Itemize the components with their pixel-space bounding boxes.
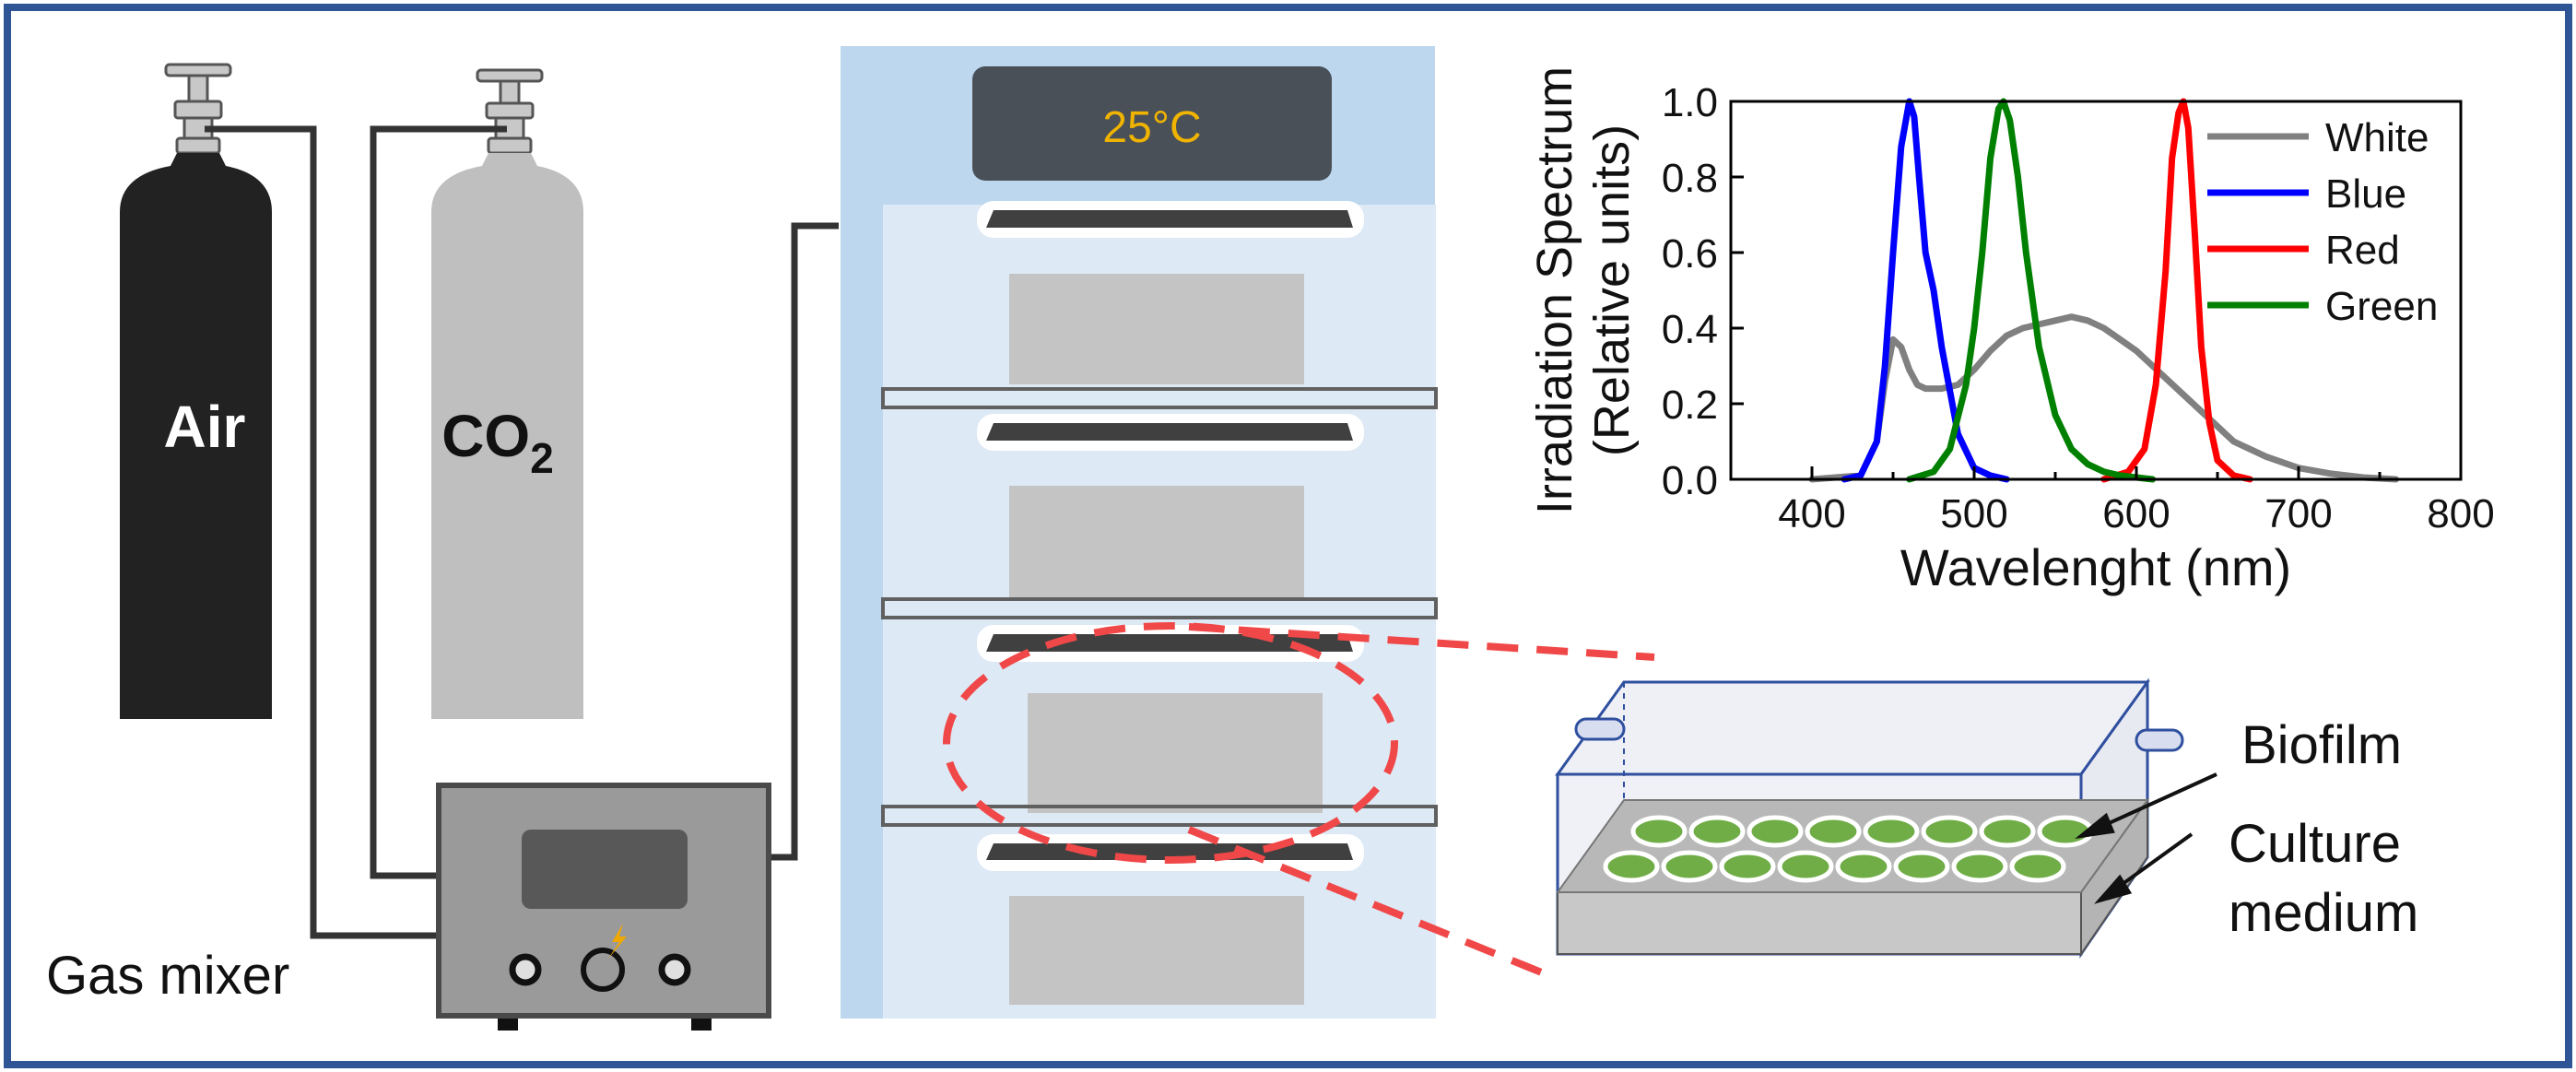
shelf — [881, 597, 1438, 619]
y-tick-label: 0.6 — [1662, 231, 1718, 277]
x-tick-label: 600 — [2102, 491, 2170, 536]
mixer-port-right — [658, 953, 691, 986]
biofilm-arrowhead — [2075, 812, 2115, 840]
y-tick-label: 0.8 — [1662, 156, 1718, 201]
irradiation-spectrum-chart: 400 500 600 700 800 0.0 0.2 0.4 0.6 0.8 1.0 Wavele… — [1527, 66, 2495, 596]
air-cylinder: Air — [120, 63, 272, 719]
gas-mixer: Gas mixer — [46, 783, 771, 1031]
culture-tray — [1009, 896, 1304, 1005]
lightning-icon — [608, 924, 627, 959]
light-panel — [986, 423, 1353, 441]
co2-label: CO2 — [441, 403, 554, 482]
series-line-blue — [1841, 98, 2010, 483]
culture-medium-label-1: Culture — [2229, 814, 2401, 874]
light-panel — [986, 210, 1353, 228]
y-tick-label: 1.0 — [1662, 80, 1718, 125]
mixer-knob — [581, 948, 625, 992]
mixer-display — [522, 830, 688, 909]
y-tick-label: 0.0 — [1662, 458, 1718, 503]
culture-tray — [1009, 486, 1304, 601]
biofilm-label: Biofilm — [2241, 715, 2402, 775]
medium-arrowhead — [2094, 874, 2133, 904]
mixer-port-left — [509, 953, 542, 986]
shelf — [881, 387, 1438, 409]
x-axis-label: Wavelenght (nm) — [1900, 538, 2291, 596]
culture-medium — [1557, 891, 2082, 955]
y-axis-label: Irradiation Spectrum(Relative units) — [1527, 66, 1640, 514]
x-tick-label: 700 — [2264, 491, 2332, 536]
series-line-white — [1808, 313, 2400, 483]
co2-subscript: 2 — [530, 434, 554, 482]
box-port-right — [2135, 728, 2184, 752]
biofilm-spots — [1603, 815, 2094, 883]
co2-cylinder: CO2 — [431, 68, 583, 719]
zoom-highlight — [943, 622, 1655, 979]
x-tick-label: 800 — [2427, 491, 2494, 536]
legend-label-blue: Blue — [2325, 171, 2406, 217]
gas-mixer-label: Gas mixer — [46, 946, 289, 1006]
legend-label-green: Green — [2325, 284, 2438, 329]
culture-box — [1555, 677, 2184, 959]
legend-label-red: Red — [2325, 228, 2400, 273]
plot-area — [1729, 100, 2463, 481]
y-tick-label: 0.4 — [1662, 307, 1718, 352]
temperature-value: 25°C — [1102, 103, 1201, 152]
shelf — [881, 805, 1438, 827]
temperature-display — [972, 66, 1332, 181]
culture-tray — [1028, 693, 1323, 813]
x-tick-label: 500 — [1940, 491, 2007, 536]
y-axis-label-line1: Irradiation Spectrum — [1527, 66, 1582, 514]
y-axis-label-line2: (Relative units) — [1584, 124, 1640, 456]
series-line-green — [1906, 98, 2157, 483]
air-label: Air — [164, 394, 246, 460]
y-tick-label: 0.2 — [1662, 383, 1718, 428]
culture-medium-label-2: medium — [2229, 883, 2418, 943]
legend-label-white: White — [2325, 115, 2429, 160]
culture-tray — [1009, 274, 1304, 384]
x-tick-label: 400 — [1778, 491, 1845, 536]
gas-tubing — [205, 125, 839, 939]
label-arrows — [2075, 772, 2217, 904]
incubator: 25°C — [841, 46, 1438, 1019]
box-port-left — [1574, 717, 1626, 741]
